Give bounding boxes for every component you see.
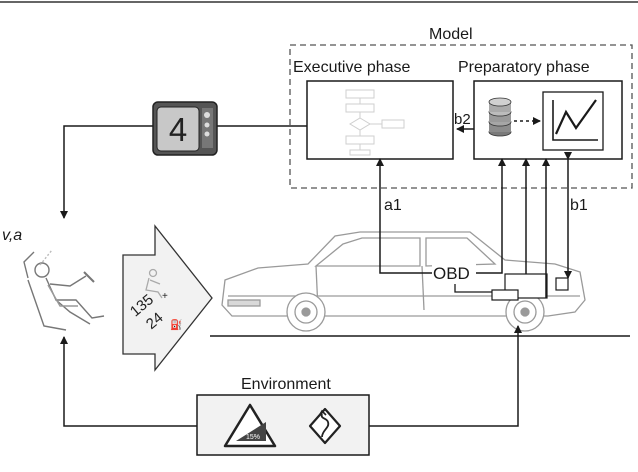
engine-components [491, 273, 569, 301]
model-container [289, 44, 633, 189]
obd-label: OBD [433, 264, 470, 283]
plus-sign: + [162, 291, 168, 302]
flowchart-icon [345, 89, 405, 156]
preparatory-phase-title: Preparatory phase [458, 59, 590, 76]
driver-icon [23, 249, 105, 331]
slope-sign-text: 15% [246, 434, 260, 441]
obd-label-bg [432, 263, 476, 284]
vehicle-state-arrow-panel [122, 224, 213, 372]
a1-label: a1 [384, 197, 402, 214]
display-device-icon [152, 101, 218, 156]
obd-engine-link [454, 284, 492, 293]
b2-label: b2 [454, 111, 471, 128]
seatbelt-driver-icon [145, 268, 163, 299]
driver-state-label: v,a [2, 227, 23, 244]
chart-icon [542, 91, 604, 151]
environment-box [196, 394, 370, 456]
database-icon [488, 97, 512, 137]
slope-sign-icon [223, 403, 277, 448]
environment-to-driver-arrow [60, 336, 197, 427]
environment-to-vehicle-arrow [369, 325, 522, 427]
display-to-driver-arrow [60, 125, 153, 219]
obd-to-preparatory-arrow [476, 158, 506, 274]
b1-label: b1 [570, 197, 588, 214]
a1-arrow [376, 158, 432, 274]
fuel-pump-icon: ⛽ [170, 318, 182, 331]
environment-title: Environment [241, 376, 331, 393]
executive-phase-title: Executive phase [293, 59, 411, 76]
curve-sign-icon [308, 407, 342, 445]
display-digit: 4 [169, 111, 187, 148]
model-title: Model [429, 26, 473, 43]
executive-phase-box [306, 80, 454, 160]
